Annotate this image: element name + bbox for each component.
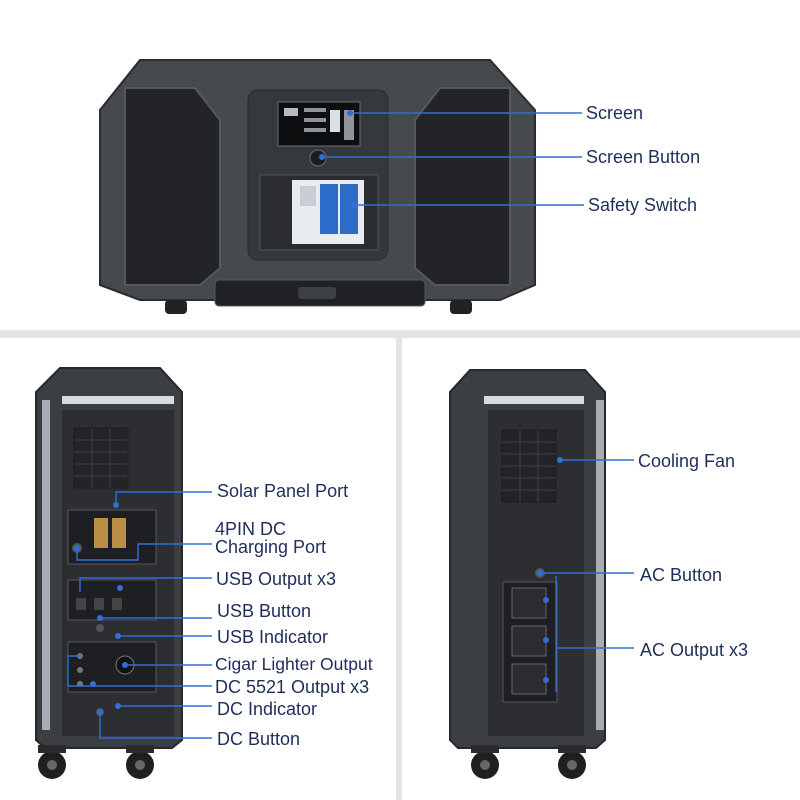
label-usb-output: USB Output x3 xyxy=(216,569,336,589)
label-screen-button: Screen Button xyxy=(586,147,700,167)
cooling-fan xyxy=(501,429,557,503)
label-dc-button: DC Button xyxy=(217,729,300,749)
device-rear-view xyxy=(449,369,606,779)
label-usb-button: USB Button xyxy=(217,601,311,621)
label-ac-output: AC Output x3 xyxy=(640,640,748,660)
label-safety-switch: Safety Switch xyxy=(588,195,697,215)
label-dc5521-output: DC 5521 Output x3 xyxy=(215,677,369,697)
label-usb-indicator: USB Indicator xyxy=(217,627,328,647)
label-ac-button: AC Button xyxy=(640,565,722,585)
label-solar-panel-port: Solar Panel Port xyxy=(217,481,348,501)
front-vent xyxy=(73,427,129,489)
label-charging-port-line1: 4PIN DC xyxy=(215,519,286,539)
left-handle xyxy=(124,87,221,286)
label-screen: Screen xyxy=(586,103,643,123)
vertical-divider xyxy=(396,338,402,800)
horizontal-divider xyxy=(0,330,800,338)
right-handle xyxy=(414,87,511,286)
label-cigar-lighter-output: Cigar Lighter Output xyxy=(215,654,373,674)
device-front-view xyxy=(35,367,183,779)
device-top-view xyxy=(99,59,536,314)
label-cooling-fan: Cooling Fan xyxy=(638,451,735,471)
label-dc-indicator: DC Indicator xyxy=(217,699,317,719)
usb-button xyxy=(96,624,104,632)
label-charging-port-line2: Charging Port xyxy=(215,537,326,557)
